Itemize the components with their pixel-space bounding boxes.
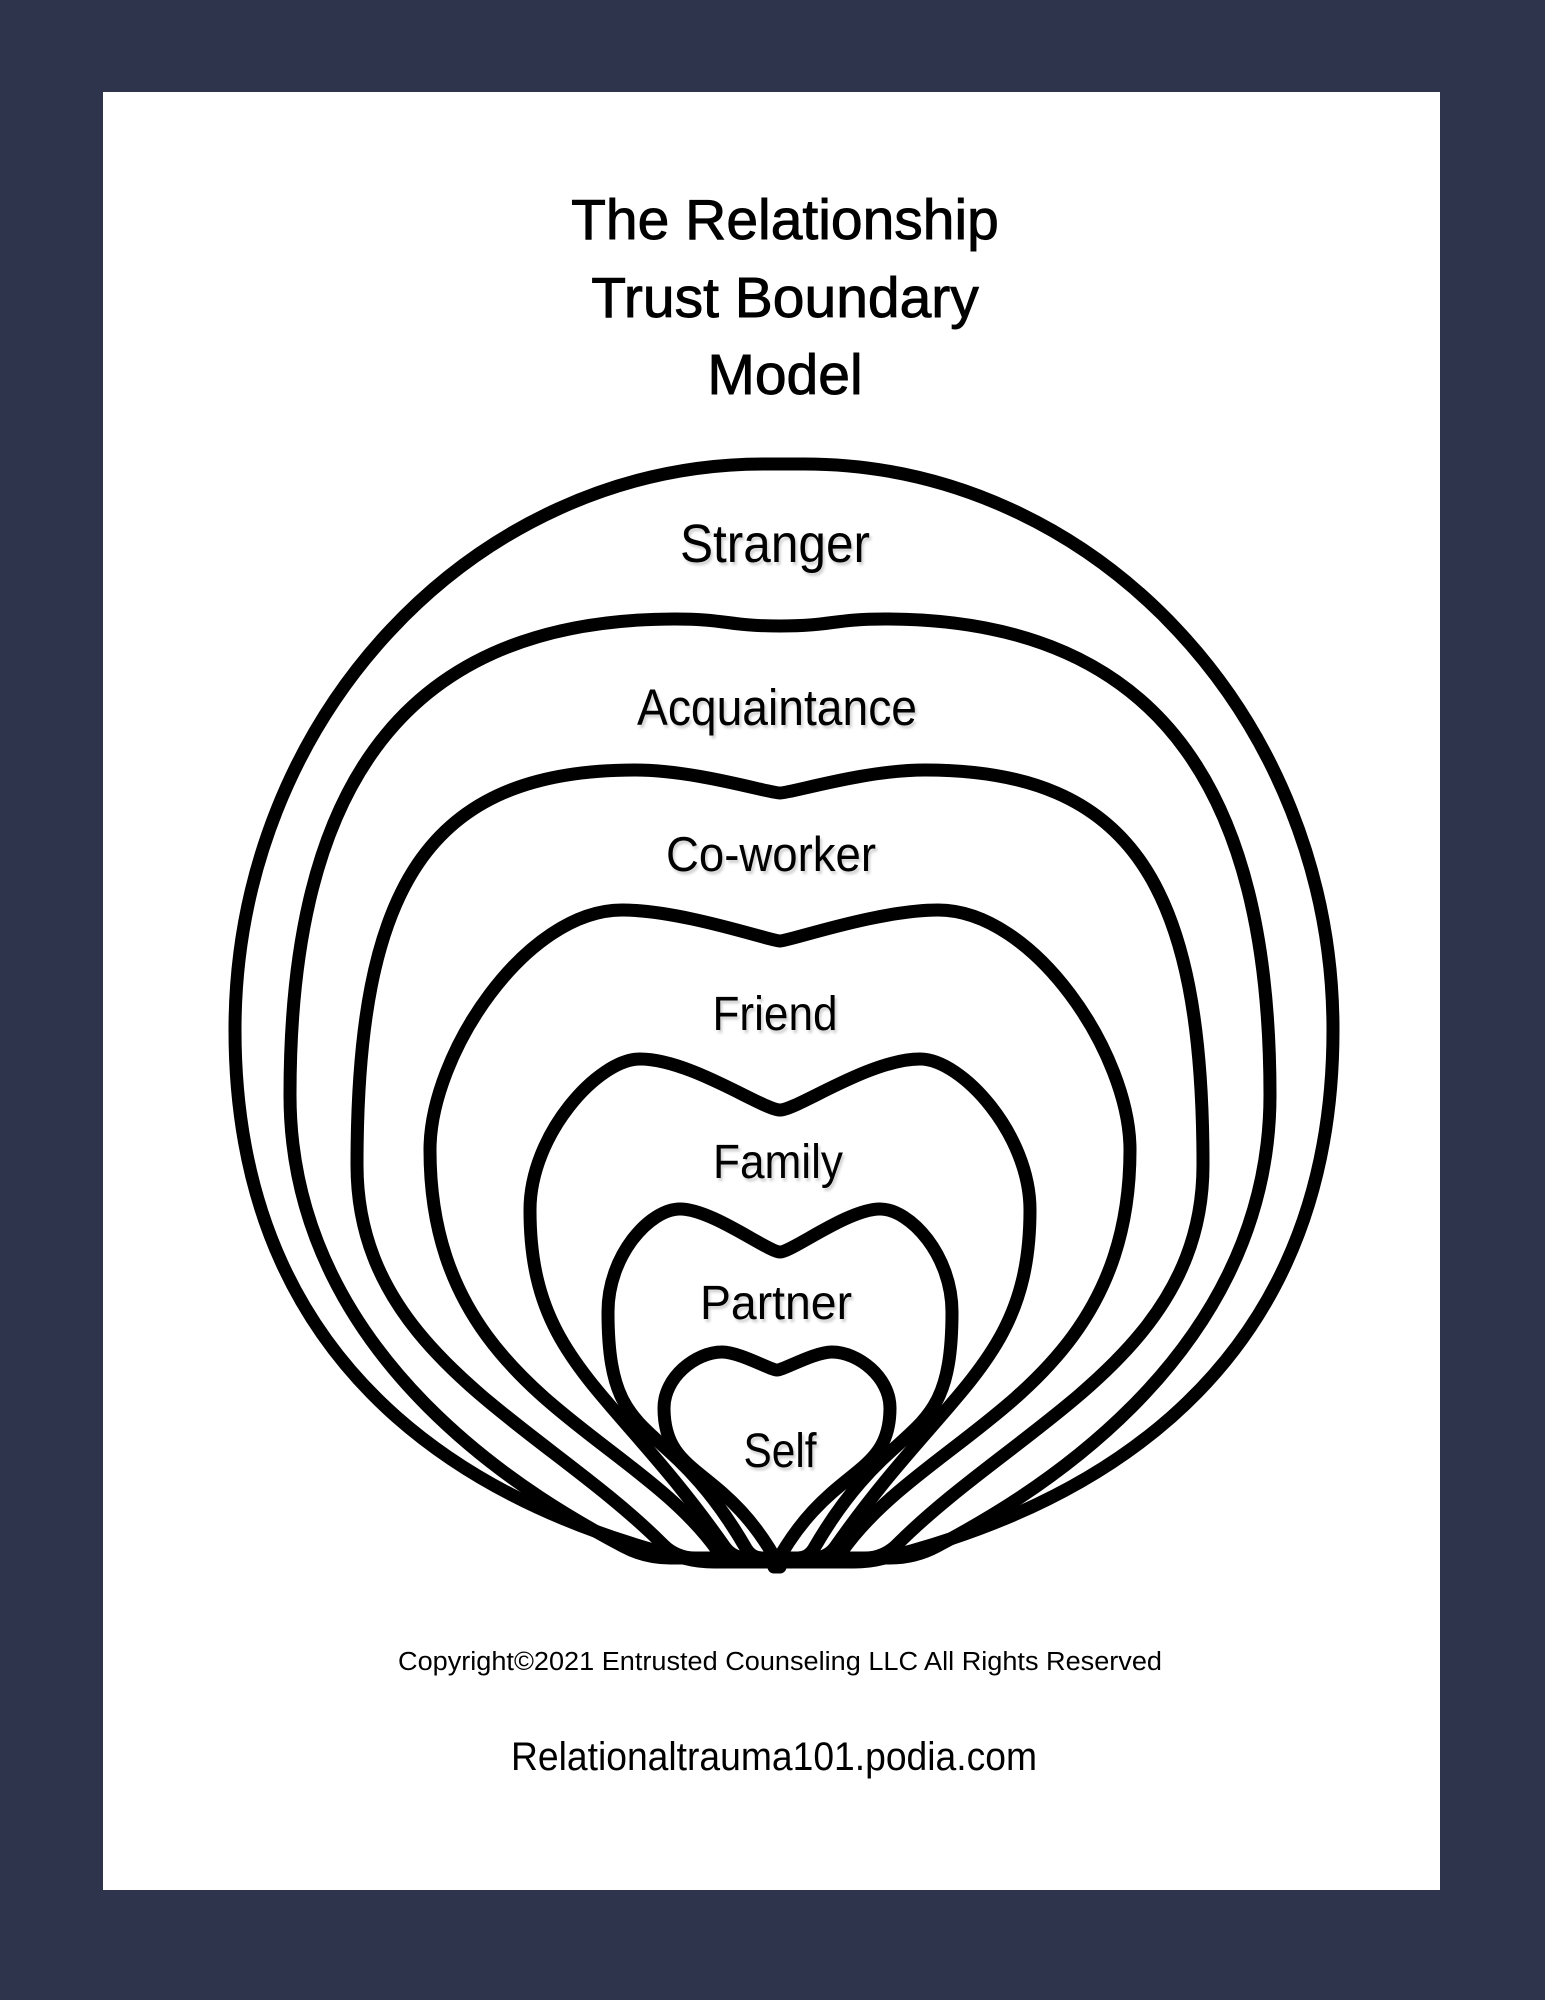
- svg-text:Stranger: Stranger: [680, 514, 870, 574]
- svg-text:Model: Model: [707, 343, 862, 407]
- svg-text:Friend: Friend: [713, 988, 838, 1041]
- svg-text:Self: Self: [744, 1425, 818, 1478]
- svg-text:Copyright©2021 Entrusted Couns: Copyright©2021 Entrusted Counseling LLC …: [398, 1648, 1162, 1676]
- svg-text:Family: Family: [713, 1136, 843, 1189]
- svg-text:The Relationship: The Relationship: [571, 188, 999, 252]
- svg-text:Trust Boundary: Trust Boundary: [591, 266, 979, 330]
- svg-text:Relationaltrauma101.podia.com: Relationaltrauma101.podia.com: [511, 1735, 1037, 1779]
- svg-text:Co-worker: Co-worker: [666, 828, 876, 882]
- svg-text:Acquaintance: Acquaintance: [637, 679, 917, 736]
- svg-text:Partner: Partner: [700, 1277, 852, 1330]
